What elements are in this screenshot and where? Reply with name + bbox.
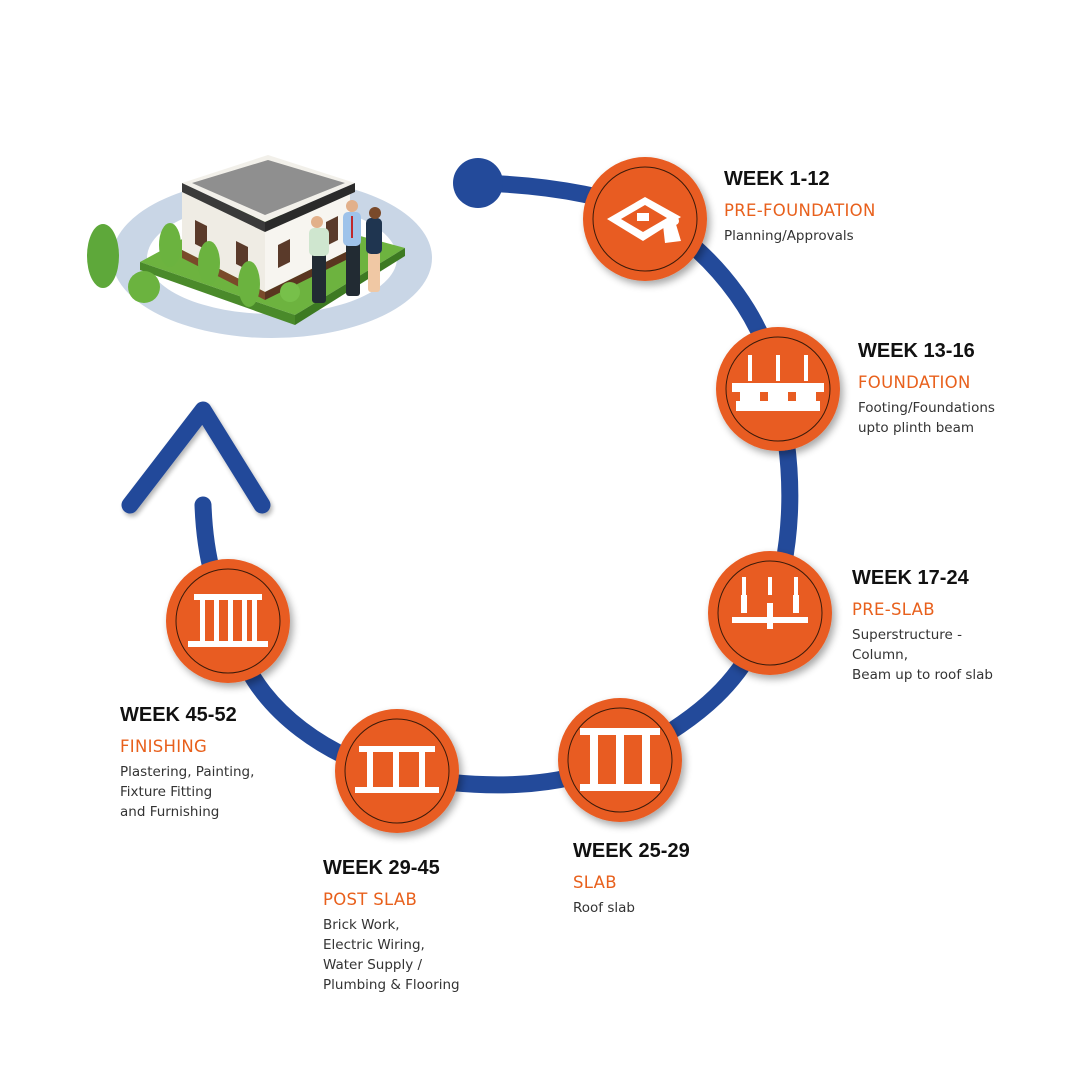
step-circle-1 [583, 157, 707, 281]
step-2-text: WEEK 13-16 FOUNDATION Footing/Foundation… [858, 340, 995, 438]
arrow-head-icon [121, 401, 271, 514]
step-week: WEEK 13-16 [858, 340, 975, 362]
timeline-start-dot [453, 158, 503, 208]
tree [159, 223, 181, 267]
roof-top [192, 160, 345, 215]
step-week: WEEK 1-12 [724, 168, 830, 190]
step-phase: PRE-FOUNDATION [724, 201, 876, 220]
finished-structure-icon [188, 594, 268, 647]
step-badge-ring [567, 707, 673, 813]
house-wall-side [265, 190, 350, 292]
step-description: Footing/Foundations upto plinth beam [858, 400, 995, 436]
step-badge-ring [175, 568, 281, 674]
step-4-text: WEEK 25-29 SLAB Roof slab [573, 840, 690, 918]
step-badge-ring [344, 718, 450, 824]
window [195, 220, 207, 250]
step-week: WEEK 25-29 [573, 840, 690, 862]
flower-bush [280, 282, 300, 302]
house-illustration [87, 155, 432, 338]
columns-beam-icon [732, 577, 808, 629]
tree [87, 224, 119, 288]
roof-slab-frame-icon [580, 728, 660, 791]
step-phase: SLAB [573, 873, 617, 892]
step-description: Superstructure - Column, Beam up to roof… [852, 627, 993, 683]
step-3-text: WEEK 17-24 PRE-SLAB Superstructure - Col… [852, 567, 993, 685]
step-phase: FOUNDATION [858, 373, 971, 392]
step-circle-2 [716, 327, 840, 451]
post-slab-frame-icon [355, 746, 439, 793]
step-badge-ring [592, 166, 698, 272]
step-circle-5 [335, 709, 459, 833]
blueprint-plan-icon [607, 197, 681, 243]
step-5-text: WEEK 29-45 POST SLAB Brick Work, Electri… [323, 857, 460, 995]
step-1-text: WEEK 1-12 PRE-FOUNDATION Planning/Approv… [724, 168, 876, 246]
step-phase: FINISHING [120, 737, 208, 756]
bush [128, 271, 160, 303]
step-circle-3 [708, 551, 832, 675]
step-week: WEEK 45-52 [120, 704, 237, 726]
tree [238, 261, 260, 307]
tree [198, 241, 220, 285]
step-week: WEEK 29-45 [323, 857, 440, 879]
step-description: Planning/Approvals [724, 228, 854, 244]
step-phase: POST SLAB [323, 890, 418, 909]
step-description: Brick Work, Electric Wiring, Water Suppl… [323, 917, 460, 993]
step-phase: PRE-SLAB [852, 600, 935, 619]
step-description: Plastering, Painting, Fixture Fitting an… [120, 764, 255, 820]
step-6-text: WEEK 45-52 FINISHING Plastering, Paintin… [120, 704, 254, 822]
window [278, 239, 290, 268]
step-week: WEEK 17-24 [852, 567, 969, 589]
people-handshake [309, 200, 382, 303]
step-badge-ring [725, 336, 831, 442]
step-description: Roof slab [573, 900, 635, 916]
footing-foundation-icon [732, 355, 824, 411]
step-badge-ring [717, 560, 823, 666]
step-circle-6 [166, 559, 290, 683]
step-circle-4 [558, 698, 682, 822]
